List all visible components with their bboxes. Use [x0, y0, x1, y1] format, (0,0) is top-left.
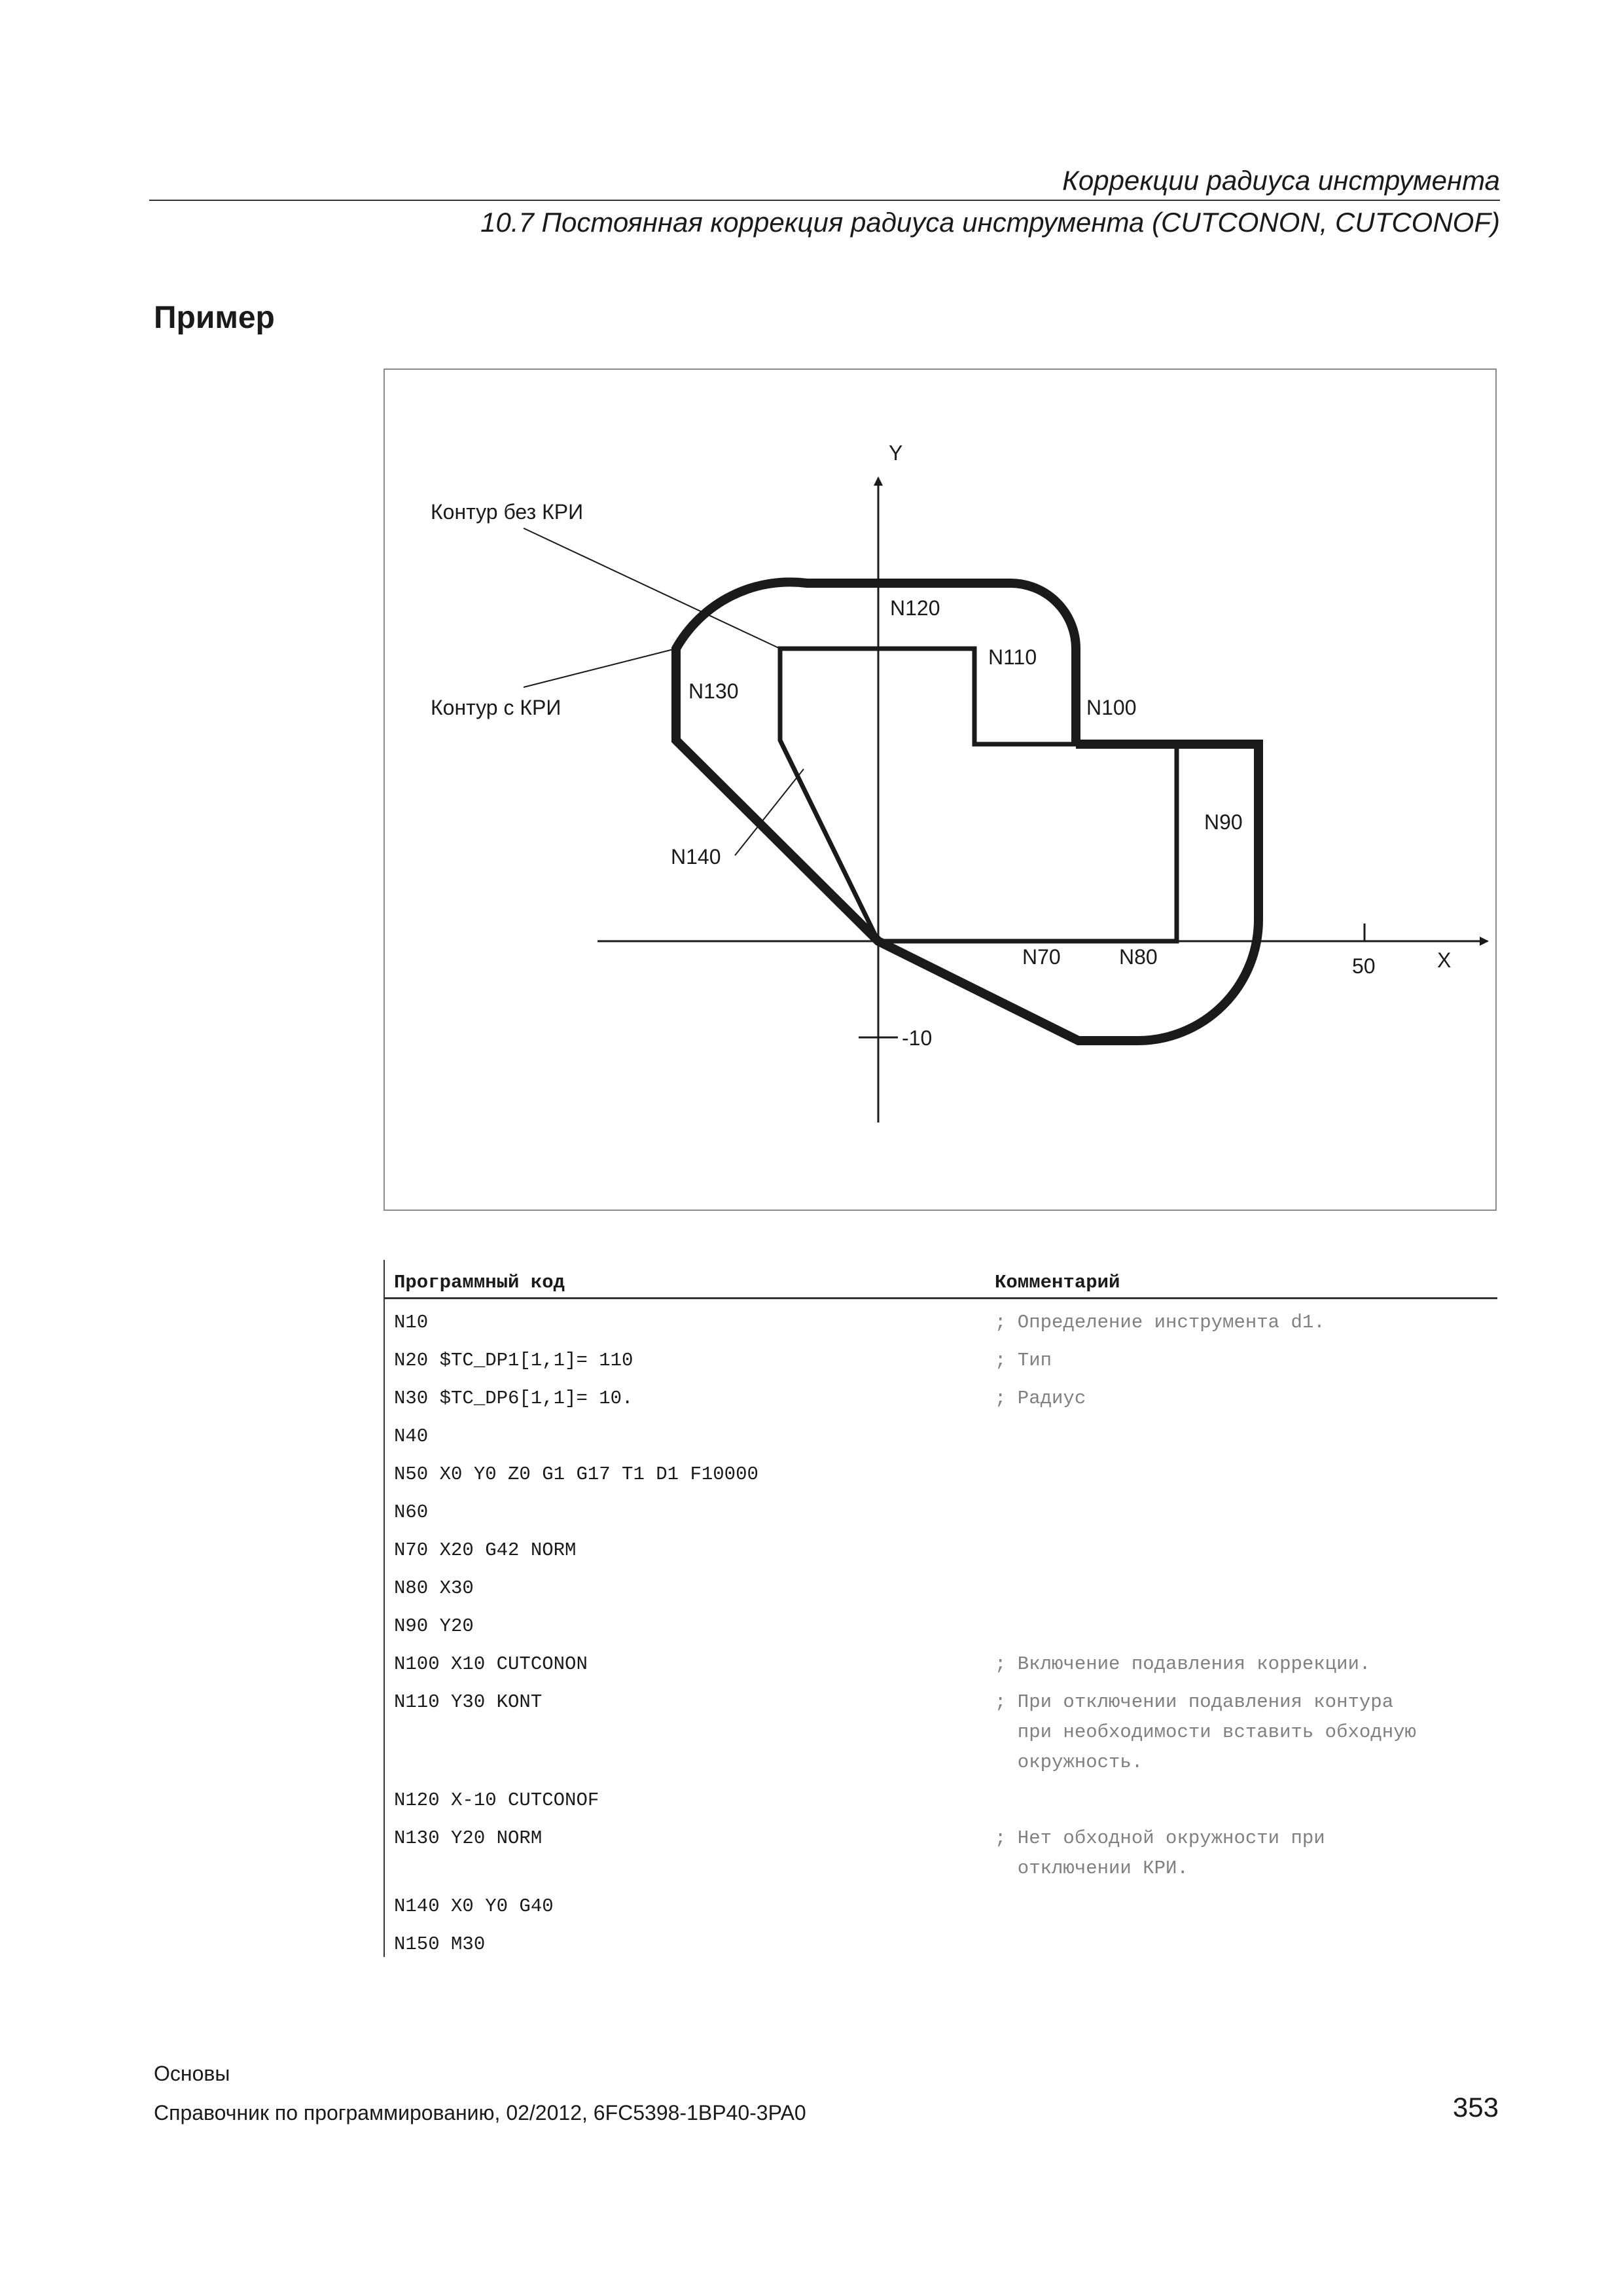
- block-label-n140: N140: [671, 845, 721, 869]
- contour-with-correction: [671, 577, 1263, 1045]
- code-table: Программный код Комментарий N10 ; Опреде…: [383, 1260, 1497, 1957]
- y-tick-label: -10: [902, 1026, 932, 1050]
- code-cell: N100 X10 CUTCONON: [394, 1653, 588, 1675]
- column-header-code: Программный код: [394, 1272, 565, 1293]
- x-tick-label: 50: [1352, 954, 1376, 978]
- leader-with: [523, 648, 677, 688]
- comment-cell: ; Радиус: [995, 1388, 1086, 1409]
- block-label-n80: N80: [1119, 945, 1158, 969]
- block-label-n110: N110: [988, 645, 1037, 669]
- header-chapter-title: Коррекции радиуса инструмента: [1062, 165, 1500, 196]
- header-section-title: 10.7 Постоянная коррекция радиуса инстру…: [480, 207, 1500, 238]
- comment-cell: ; Нет обходной окружности при отключении…: [995, 1827, 1325, 1879]
- footer-reference: Справочник по программированию, 02/2012,…: [154, 2101, 806, 2125]
- comment-cell: ; При отключении подавления контура при …: [995, 1691, 1416, 1773]
- x-axis-label: X: [1437, 948, 1451, 972]
- code-cell: N110 Y30 KONT: [394, 1691, 543, 1713]
- code-cell: N30 $TC_DP6[1,1]= 10.: [394, 1388, 633, 1409]
- contour-without-correction: [777, 646, 1179, 944]
- comment-cell: ; Включение подавления коррекции.: [995, 1653, 1371, 1675]
- code-cell: N120 X-10 CUTCONOF: [394, 1789, 599, 1811]
- leader-without: [523, 528, 781, 649]
- contour-diagram: Контур без КРИ Контур с КРИ Y X 50 -10 N…: [431, 441, 1489, 1122]
- label-contour-with: Контур с КРИ: [431, 696, 561, 719]
- code-cell: N80 X30: [394, 1577, 474, 1599]
- header-rule: [149, 200, 1500, 201]
- code-cell: N50 X0 Y0 Z0 G1 G17 T1 D1 F10000: [394, 1463, 758, 1485]
- section-title: Пример: [154, 300, 275, 335]
- code-cell: N140 X0 Y0 G40: [394, 1895, 554, 1917]
- code-cell: N20 $TC_DP1[1,1]= 110: [394, 1350, 633, 1371]
- page-number: 353: [1452, 2092, 1499, 2123]
- label-contour-without: Контур без КРИ: [431, 500, 583, 524]
- y-axis-label: Y: [889, 441, 902, 465]
- column-header-comment: Комментарий: [995, 1272, 1120, 1293]
- code-cell: N70 X20 G42 NORM: [394, 1539, 577, 1561]
- code-cell: N90 Y20: [394, 1615, 474, 1637]
- footer-title: Основы: [154, 2062, 230, 2085]
- code-cell: N130 Y20 NORM: [394, 1827, 543, 1849]
- block-label-n70: N70: [1022, 945, 1061, 969]
- comment-cell: ; Определение инструмента d1.: [995, 1312, 1325, 1333]
- comment-cell: ; Тип: [995, 1350, 1052, 1371]
- code-cell: N150 M30: [394, 1933, 486, 1955]
- block-label-n100: N100: [1086, 696, 1137, 719]
- block-label-n90: N90: [1204, 810, 1243, 834]
- block-label-n120: N120: [890, 596, 940, 620]
- block-label-n130: N130: [688, 679, 739, 703]
- code-cell: N10: [394, 1312, 429, 1333]
- code-cell: N40: [394, 1426, 429, 1447]
- leader-n140: [734, 768, 804, 856]
- code-cell: N60: [394, 1501, 429, 1523]
- header-divider: [385, 1297, 1497, 1299]
- contour-figure: Контур без КРИ Контур с КРИ Y X 50 -10 N…: [383, 368, 1497, 1211]
